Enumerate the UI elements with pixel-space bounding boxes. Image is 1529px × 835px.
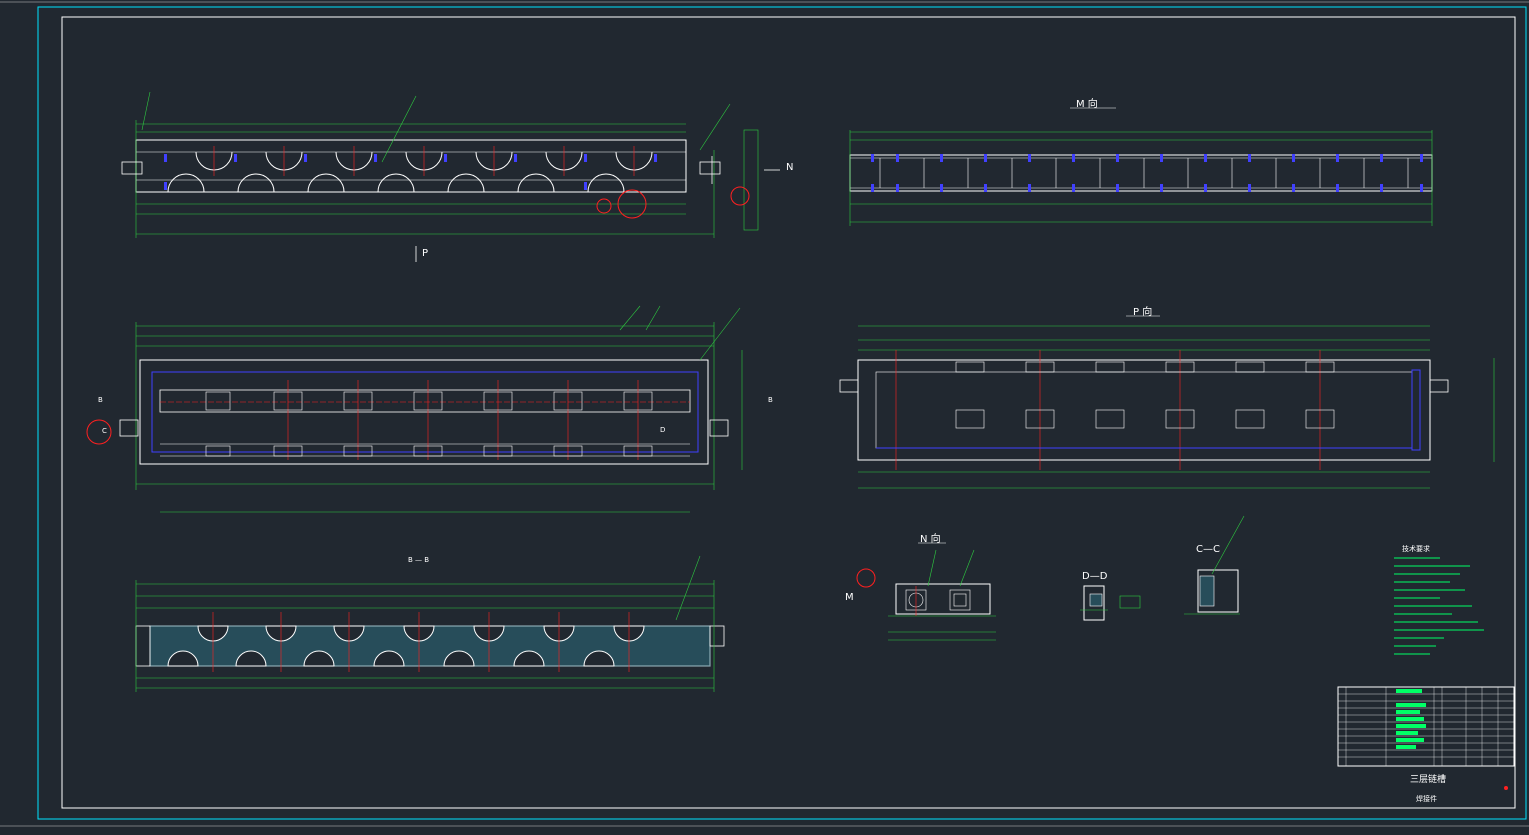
p-view-label-top: P	[422, 248, 429, 259]
n-view-drawing[interactable]	[856, 549, 996, 641]
title-block[interactable]	[1337, 686, 1515, 767]
n-arrow-label: N	[786, 162, 794, 173]
bb-view-label: B — B	[408, 556, 430, 564]
c-marker-label: C	[102, 427, 107, 435]
cc-view-label: C—C	[1196, 544, 1220, 555]
title-red-dot	[1504, 786, 1508, 790]
p-view-drawing[interactable]	[839, 325, 1495, 489]
tech-notes-heading: 技术要求	[1402, 545, 1430, 553]
b-marker-left: B	[98, 396, 103, 404]
plan-view[interactable]	[86, 305, 743, 513]
p-view-label: P 向	[1133, 307, 1153, 318]
section-bb[interactable]	[135, 555, 725, 692]
sub-name: 焊接件	[1416, 795, 1437, 803]
front-view[interactable]	[121, 91, 759, 238]
section-cc[interactable]	[1184, 515, 1245, 615]
dd-view-label: D—D	[1082, 571, 1108, 582]
n-view-label: N 向	[920, 534, 941, 545]
section-dd[interactable]	[1080, 585, 1141, 621]
outer-frame	[37, 6, 1527, 820]
b-marker-top: B	[768, 396, 773, 404]
tech-notes-lines	[1394, 557, 1484, 655]
m-marker-label: M	[845, 592, 854, 603]
m-view-label: M 向	[1076, 99, 1098, 110]
d-marker-label: D	[660, 426, 666, 434]
inner-frame	[61, 16, 1516, 809]
m-view-drawing[interactable]	[849, 130, 1433, 226]
part-name: 三层链槽	[1410, 775, 1447, 785]
